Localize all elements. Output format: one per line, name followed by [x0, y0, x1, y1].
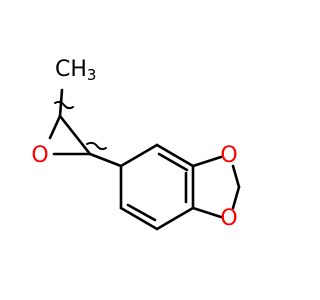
- double-bond-inner-bottom: [126, 203, 157, 222]
- bond-ch2-o-bottom: [231, 185, 241, 210]
- double-bond-inner-top: [157, 152, 189, 172]
- atom-label-dioxole-oxygen-bottom: O: [220, 206, 237, 231]
- bond-ring-c5-c6: [119, 206, 159, 231]
- bond-c2-o-epoxide: [48, 114, 62, 140]
- bond-ring-c2-c3: [155, 143, 195, 168]
- atom-label-dioxole-oxygen-top: O: [220, 143, 237, 168]
- bond-c3-aryl: [88, 152, 123, 168]
- bond-ring-c4-c5: [155, 206, 195, 231]
- stereo-wavy-mark-c3: [86, 141, 107, 151]
- bond-o-ch2-top: [231, 164, 241, 189]
- stereo-wavy-mark-c2: [54, 100, 74, 110]
- bond-ring-c1-c2: [119, 143, 159, 168]
- bond-c2-c3-epoxide: [58, 114, 92, 156]
- bond-c-o-top: [191, 155, 223, 168]
- structure-diagram: CH3 O O O: [31, 57, 241, 231]
- atom-label-epoxide-oxygen: O: [31, 143, 48, 168]
- atom-label-methyl: CH3: [55, 57, 96, 84]
- bond-o-c-bottom: [191, 206, 223, 219]
